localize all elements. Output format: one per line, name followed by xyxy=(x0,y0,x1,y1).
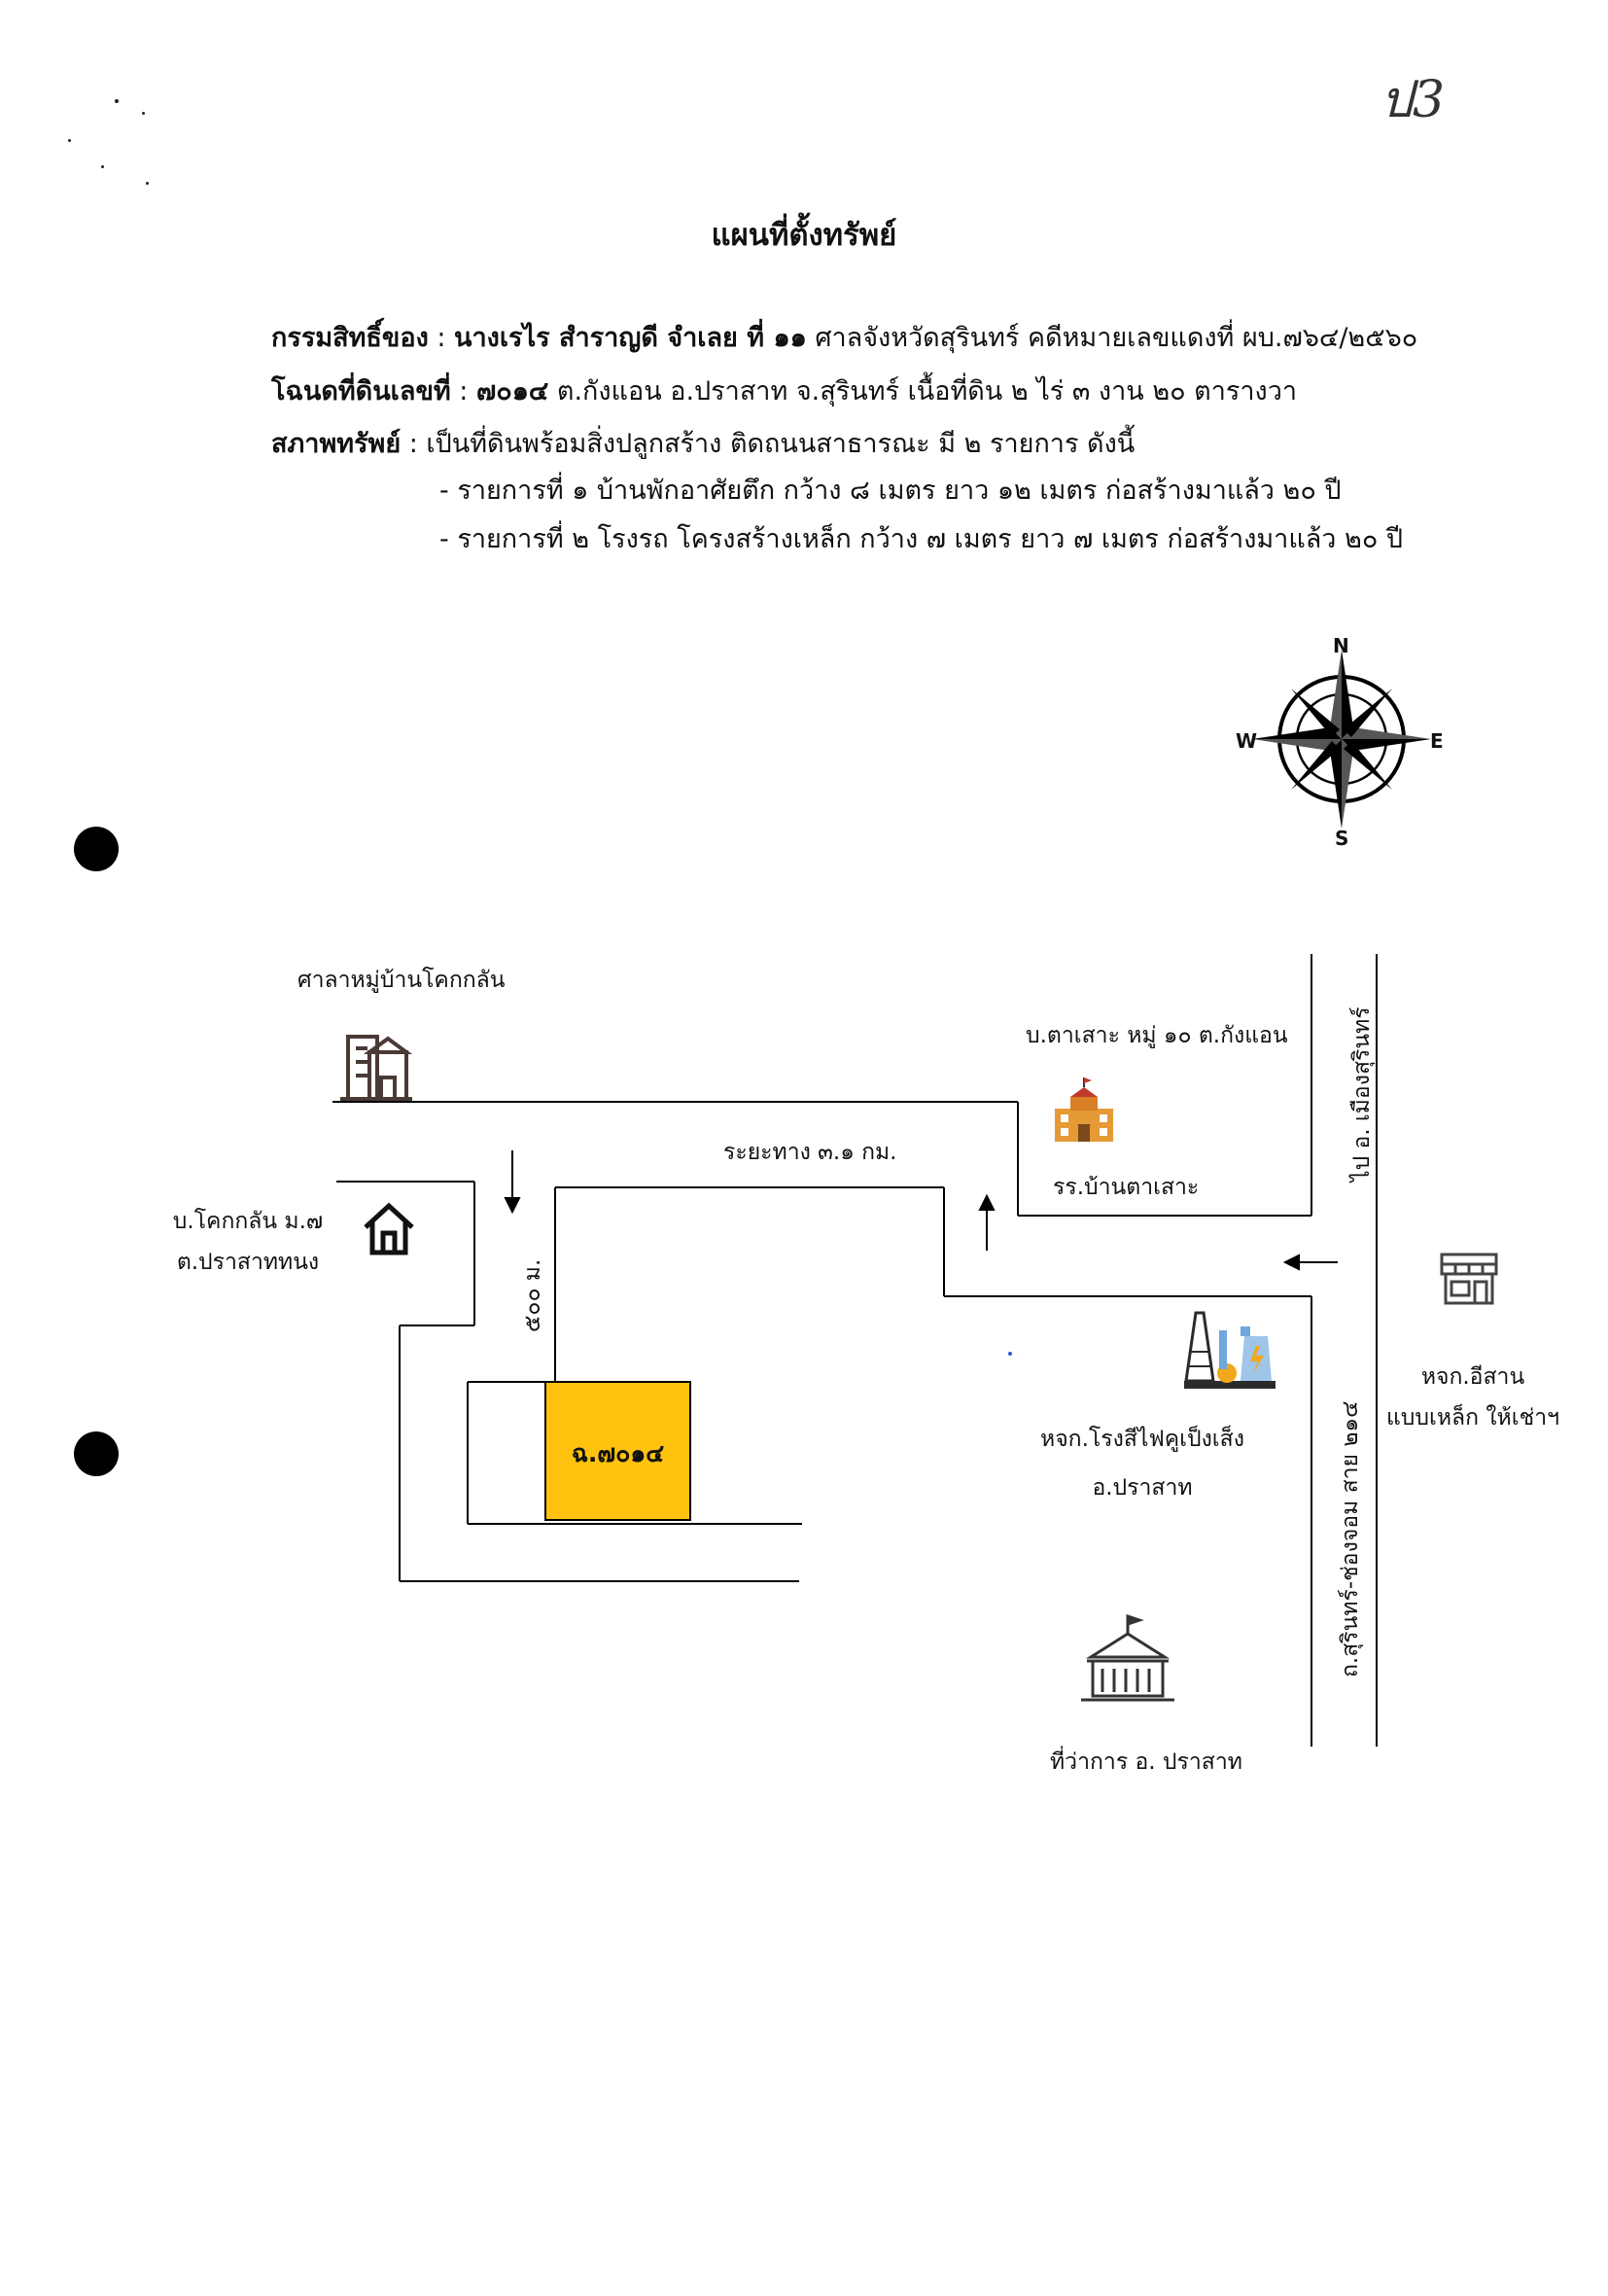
speck xyxy=(142,112,145,115)
highway-label: ถ.สุรินทร์-ช่องจอม สาย ๒๑๔ xyxy=(1338,1400,1363,1678)
school-label: รร.บ้านตาเสาะ xyxy=(1053,1175,1200,1200)
speck xyxy=(101,165,104,168)
compass-rose-icon xyxy=(1252,650,1431,829)
asset-item-1: - รายการที่ ๑ บ้านพักอาศัยตึก กว้าง ๘ เม… xyxy=(439,476,1342,506)
house-icon xyxy=(364,1202,414,1255)
government-building-icon xyxy=(1081,1613,1174,1702)
speck xyxy=(68,139,71,142)
handwritten-page-mark: ป3 xyxy=(1381,71,1446,129)
speck xyxy=(1008,1352,1012,1356)
school-icon xyxy=(1055,1077,1113,1142)
power-plant-icon xyxy=(1184,1311,1276,1389)
factory-label: หจก.โรงสีไฟคูเป็งเส็ง อ.ปราสาท xyxy=(1040,1427,1244,1501)
sala-label: ศาลาหมู่บ้านโคกกลัน xyxy=(297,968,506,993)
compass-n: N xyxy=(1333,634,1349,657)
page-title: แผนที่ตั้งทรัพย์ xyxy=(711,218,897,253)
compass-w: W xyxy=(1236,729,1258,753)
distance-short-label: ๕๐๐ ม. xyxy=(520,1258,545,1332)
condition-line: สภาพทรัพย์ : เป็นที่ดินพร้อมสิ่งปลูกสร้า… xyxy=(271,429,1136,459)
land-parcel xyxy=(544,1381,691,1521)
shop-icon xyxy=(1440,1253,1498,1305)
road-lines xyxy=(332,954,1378,1747)
district-office-label: ที่ว่าการ อ. ปราสาท xyxy=(1050,1749,1242,1775)
owner-line: กรรมสิทธิ์ของ : นางเรไร สำราญดี จำเลย ที… xyxy=(271,323,1418,353)
compass-s: S xyxy=(1335,827,1349,850)
arrow-down-icon xyxy=(504,1150,521,1215)
speck xyxy=(115,99,119,103)
speck xyxy=(146,182,149,185)
arrow-left-icon xyxy=(1282,1254,1338,1271)
arrow-up-icon xyxy=(978,1193,996,1251)
village-left-label: บ.โคกกลัน ม.๗ ต.ปราสาททนง xyxy=(172,1209,324,1275)
road-to-label: ไป อ. เมืองสุรินทร์ xyxy=(1349,1007,1375,1182)
parcel-label: ฉ.๗๐๑๔ xyxy=(571,1439,665,1467)
deed-line: โฉนดที่ดินเลขที่ : ๗๐๑๔ ต.กังแอน อ.ปราสา… xyxy=(271,376,1298,406)
distance-label: ระยะทาง ๓.๑ กม. xyxy=(723,1140,897,1165)
compass-e: E xyxy=(1430,729,1444,753)
village-right-label: บ.ตาเสาะ หมู่ ๑๐ ต.กังแอน xyxy=(1026,1023,1288,1048)
punch-hole xyxy=(74,1431,119,1476)
building-icon xyxy=(340,1035,413,1101)
asset-item-2: - รายการที่ ๒ โรงรถ โครงสร้างเหล็ก กว้าง… xyxy=(439,524,1404,554)
shop-label: หจก.อีสาน แบบเหล็ก ให้เช่าฯ xyxy=(1385,1364,1560,1431)
punch-hole xyxy=(74,827,119,871)
